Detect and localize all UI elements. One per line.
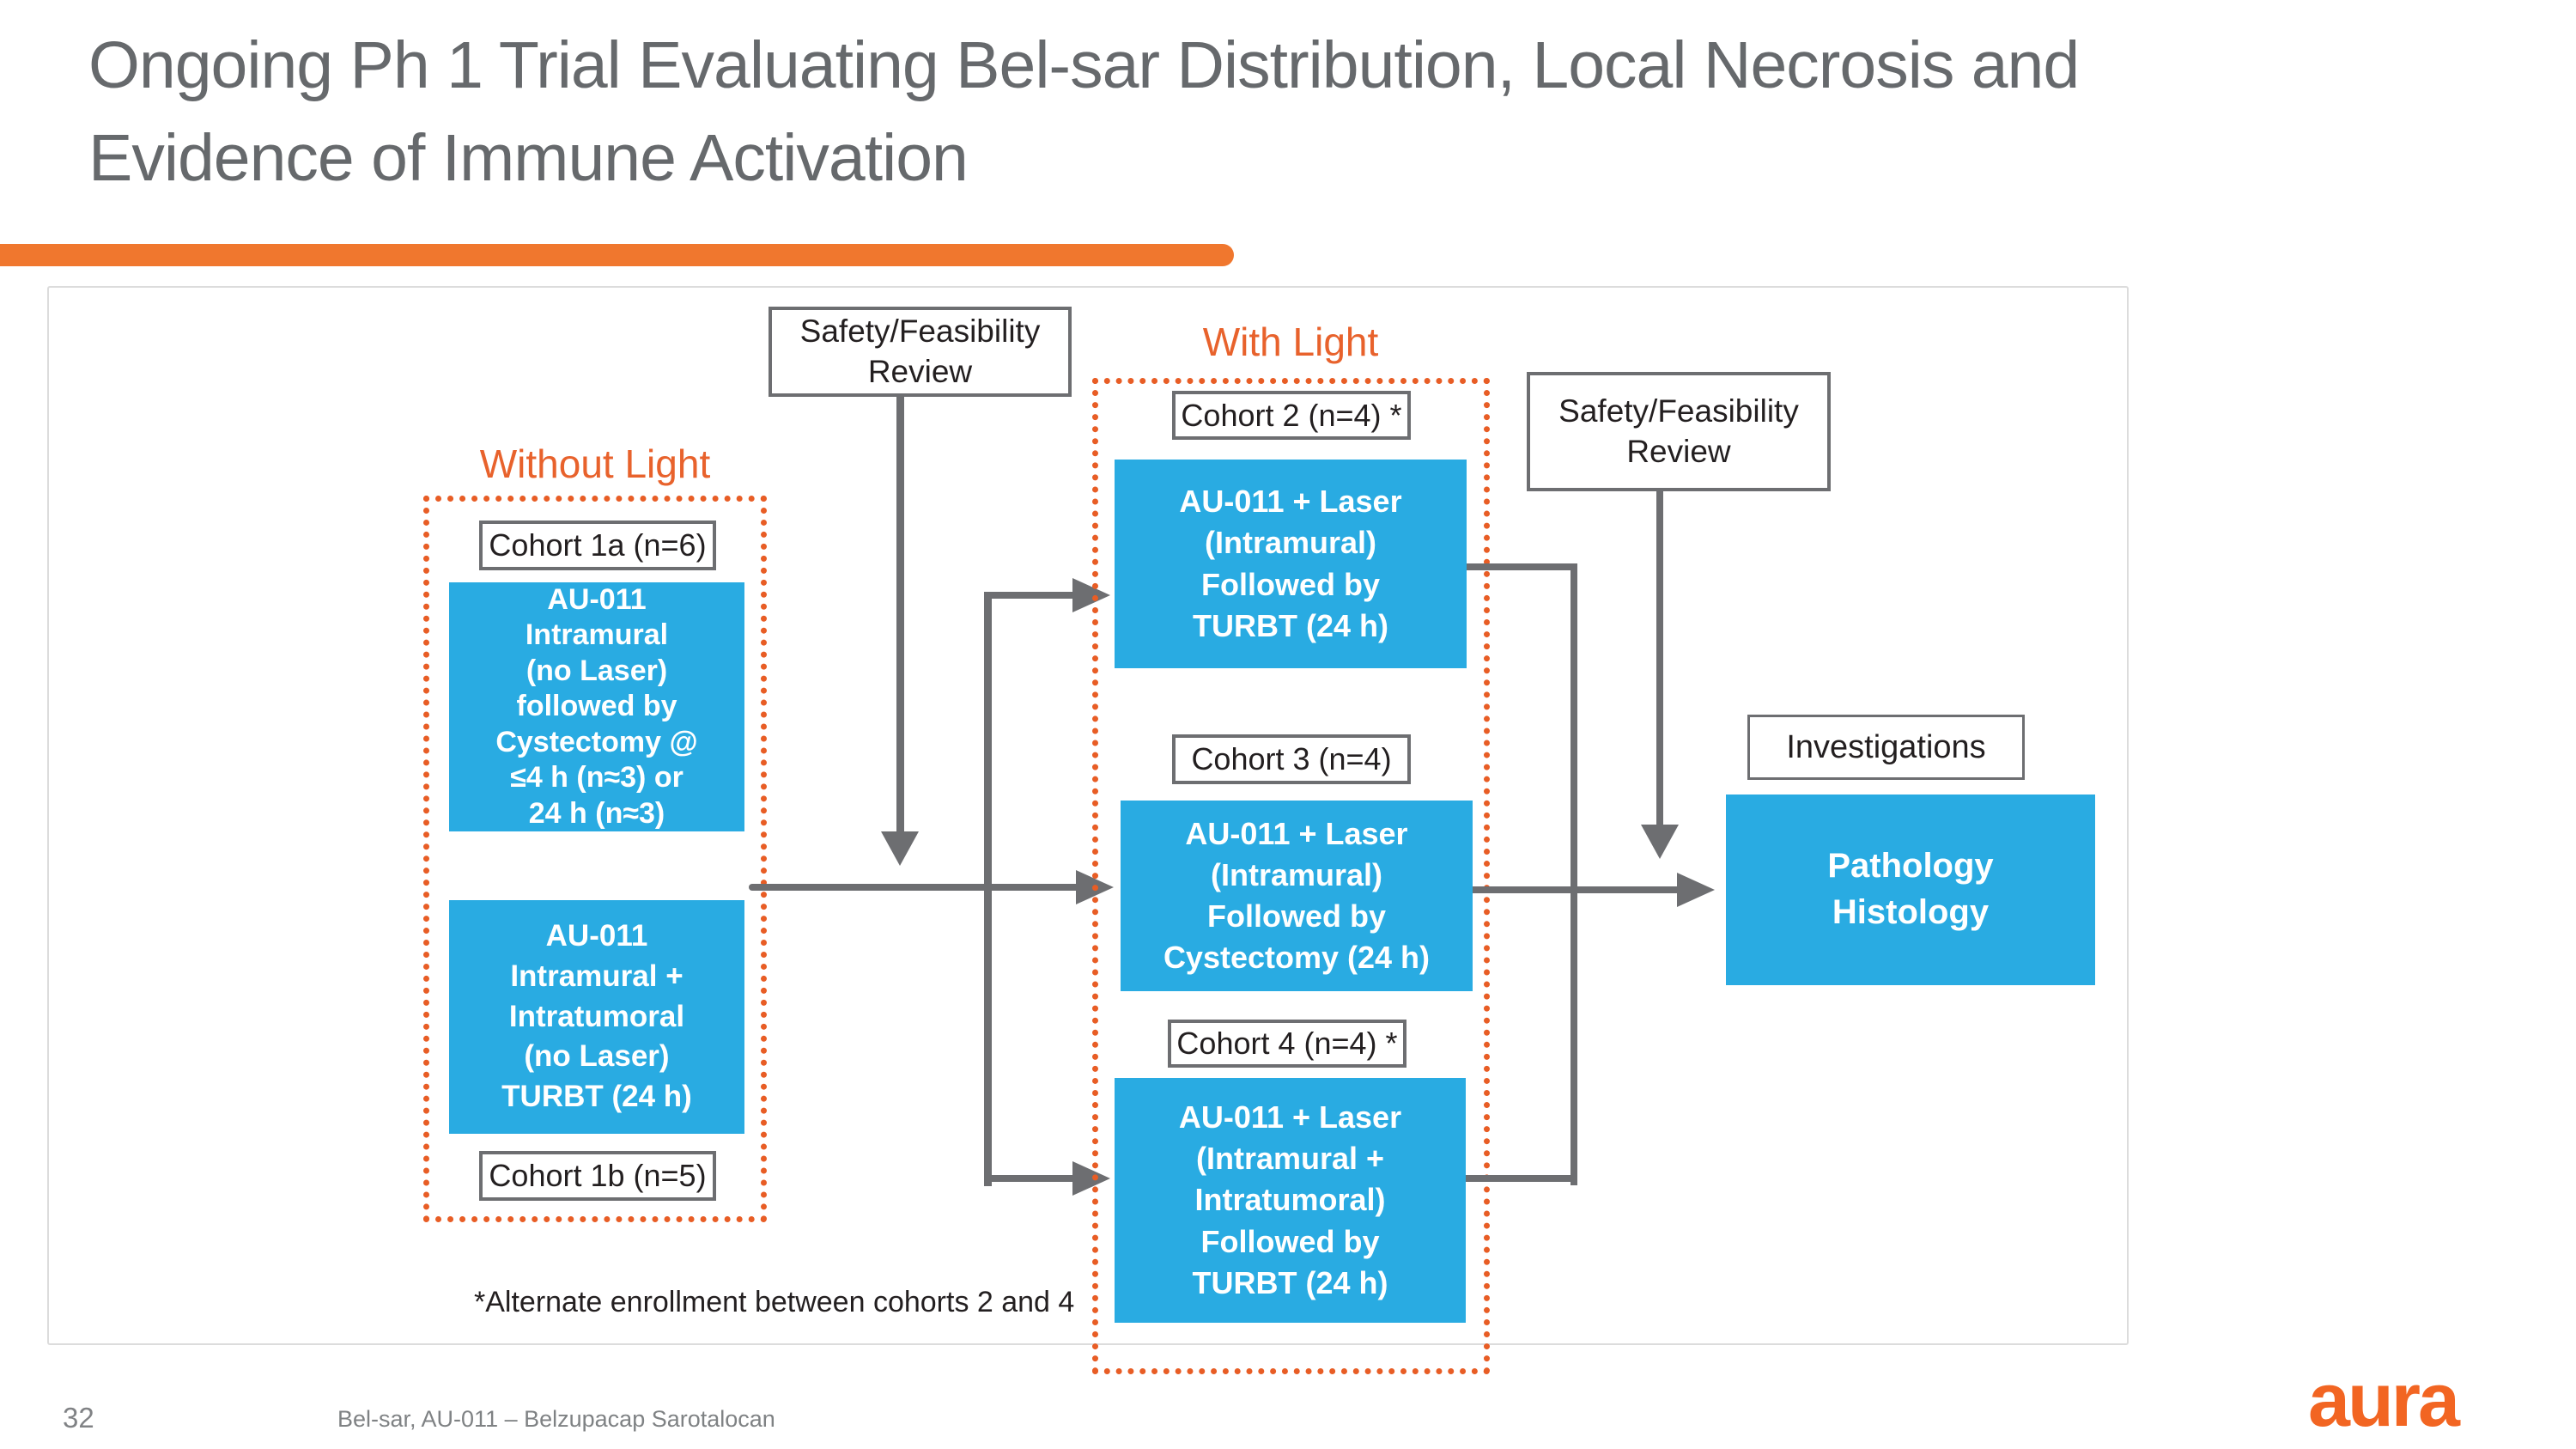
footnote: *Alternate enrollment between cohorts 2 …: [474, 1286, 1075, 1318]
safety-right-arrowhead-icon: [1641, 825, 1679, 859]
cohort-1b-label: Cohort 1b (n=5): [479, 1151, 716, 1201]
converge-vertical-line: [1571, 563, 1577, 1185]
pathology-arrowhead-icon: [1677, 873, 1715, 907]
investigations-box: Investigations: [1747, 715, 2025, 780]
page-title: Ongoing Ph 1 Trial Evaluating Bel-sar Di…: [88, 28, 2080, 195]
title-accent-bar: [0, 244, 1234, 266]
safety-left-arrowhead-icon: [881, 831, 919, 866]
footer-compound-note: Bel-sar, AU-011 – Belzupacap Sarotalocan: [337, 1406, 775, 1432]
cohort-4-label: Cohort 4 (n=4) *: [1168, 1020, 1406, 1068]
cohort4-exit-stub: [1466, 1175, 1576, 1182]
aura-logo: aura: [2308, 1357, 2460, 1442]
cohort-1b-treatment-box: AU-011 Intramural + Intratumoral (no Las…: [449, 900, 744, 1134]
pathology-connector-line: [1473, 886, 1679, 893]
cohort-1a-label: Cohort 1a (n=6): [479, 521, 716, 570]
cohort-3-treatment-box: AU-011 + Laser (Intramural) Followed by …: [1121, 801, 1473, 991]
branch-vertical-line: [984, 592, 992, 1186]
pathology-histology-box: Pathology Histology: [1726, 795, 2095, 985]
with-light-label: With Light: [1202, 320, 1379, 364]
cohort-2-treatment-box: AU-011 + Laser (Intramural) Followed by …: [1115, 460, 1467, 668]
without-light-group-border: [423, 496, 767, 1222]
branch-top-stub: [984, 592, 1078, 599]
cohort2-exit-stub: [1467, 563, 1576, 570]
cohort-1a-treatment-box: AU-011 Intramural (no Laser) followed by…: [449, 582, 744, 831]
safety-right-arrow-shaft: [1656, 491, 1663, 826]
cohort-2-label: Cohort 2 (n=4) *: [1172, 391, 1411, 440]
cohort-3-label: Cohort 3 (n=4): [1172, 734, 1411, 784]
cohort2-arrowhead-icon: [1072, 578, 1110, 612]
main-connector-line: [749, 884, 1079, 891]
safety-review-left-box: Safety/Feasibility Review: [769, 307, 1072, 397]
page-number: 32: [63, 1402, 94, 1434]
with-light-group-border: [1092, 378, 1490, 1374]
without-light-label: Without Light: [479, 441, 711, 486]
cohort4-arrowhead-icon: [1072, 1161, 1110, 1196]
safety-review-right-box: Safety/Feasibility Review: [1527, 372, 1831, 491]
branch-bottom-stub: [984, 1175, 1078, 1182]
safety-left-arrow-shaft: [896, 397, 904, 833]
cohort-4-treatment-box: AU-011 + Laser (Intramural + Intratumora…: [1115, 1078, 1466, 1323]
